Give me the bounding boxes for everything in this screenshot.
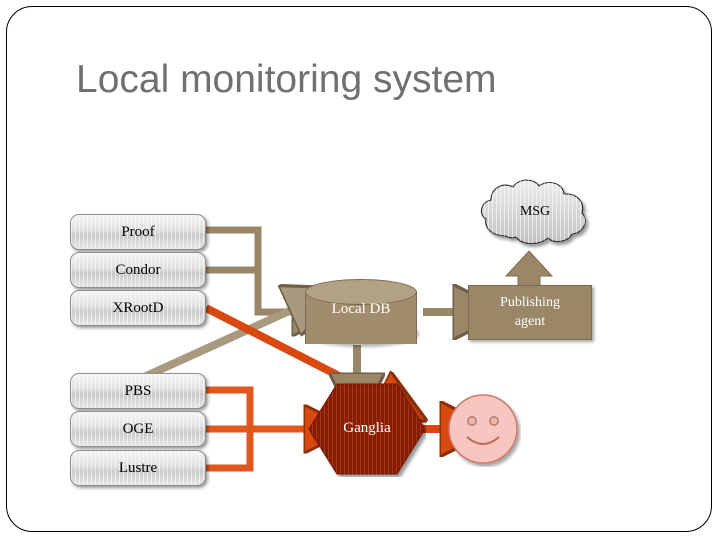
node-local-db[interactable]: Local DB [305,279,417,345]
cloud-shape [480,179,586,245]
node-ganglia[interactable]: Ganglia [308,382,426,477]
source-box-proof[interactable]: Proof [70,214,206,250]
source-box-label: Condor [115,261,161,278]
source-box-xrootd[interactable]: XRootD [70,290,206,326]
source-box-lustre[interactable]: Lustre [70,450,206,486]
page-title: Local monitoring system [76,58,497,101]
source-box-label: Proof [121,223,155,240]
node-msg-label: MSG [519,204,551,219]
connector-proof-condor-to-localdb [205,226,300,312]
node-smiley-face[interactable] [447,393,521,467]
source-box-label: PBS [124,382,152,399]
node-local-db-label: Local DB [331,301,391,317]
node-publishing-agent-label-line1: Publishing [500,294,560,310]
source-box-label: Lustre [118,459,158,476]
node-ganglia-label: Ganglia [343,420,391,436]
source-box-pbs[interactable]: PBS [70,373,206,409]
smiley-face-icon [448,394,518,464]
source-box-label: OGE [122,420,154,437]
connector-batch-to-ganglia [205,386,312,472]
source-box-label: XRootD [112,299,164,316]
source-box-condor[interactable]: Condor [70,252,206,288]
node-publishing-agent[interactable]: Publishing agent [468,285,592,340]
connector-pbs-to-localdb [142,307,298,381]
source-box-oge[interactable]: OGE [70,411,206,447]
node-msg-cloud[interactable]: MSG [476,178,594,250]
node-publishing-agent-label-line2: agent [514,313,546,329]
